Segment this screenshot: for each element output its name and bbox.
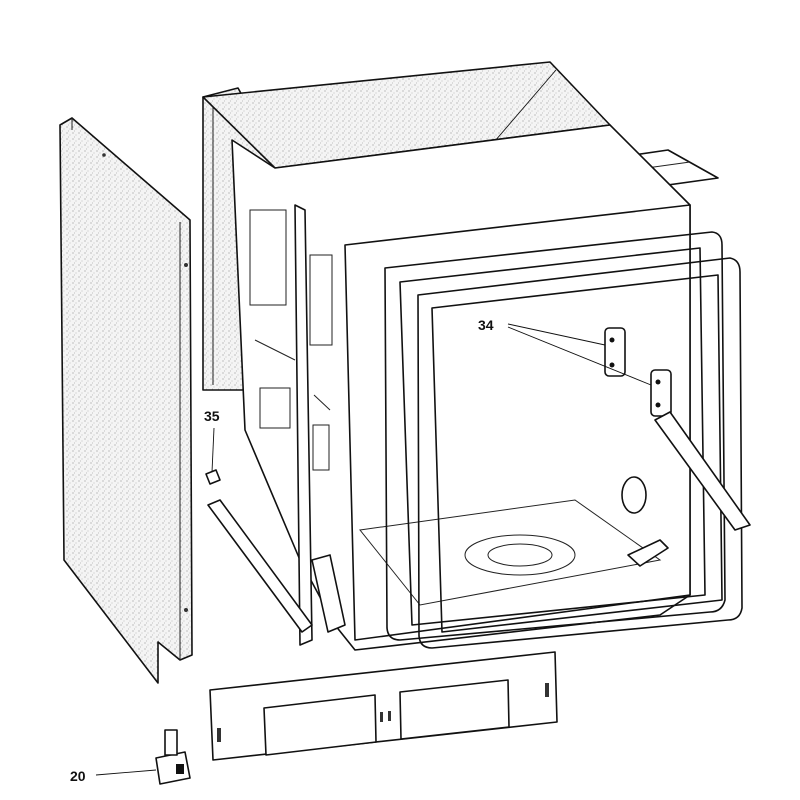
leader-34b (507, 326, 652, 386)
side-seal-strip (654, 411, 751, 531)
side-panel (59, 117, 193, 684)
small-clip (205, 469, 221, 485)
callout-35: 35 (204, 408, 220, 424)
door-seal (384, 231, 743, 649)
callout-34: 34 (478, 317, 494, 333)
callout-20: 20 (70, 768, 86, 784)
leader-34a (507, 323, 606, 346)
leader-20 (95, 769, 157, 776)
kick-plate (209, 651, 558, 761)
hinge-brackets (604, 327, 672, 417)
adjustable-foot (155, 729, 191, 785)
tub-body (231, 124, 691, 651)
front-frame-strip (207, 204, 346, 646)
bottom-clip (627, 539, 669, 567)
leader-35 (211, 427, 215, 473)
